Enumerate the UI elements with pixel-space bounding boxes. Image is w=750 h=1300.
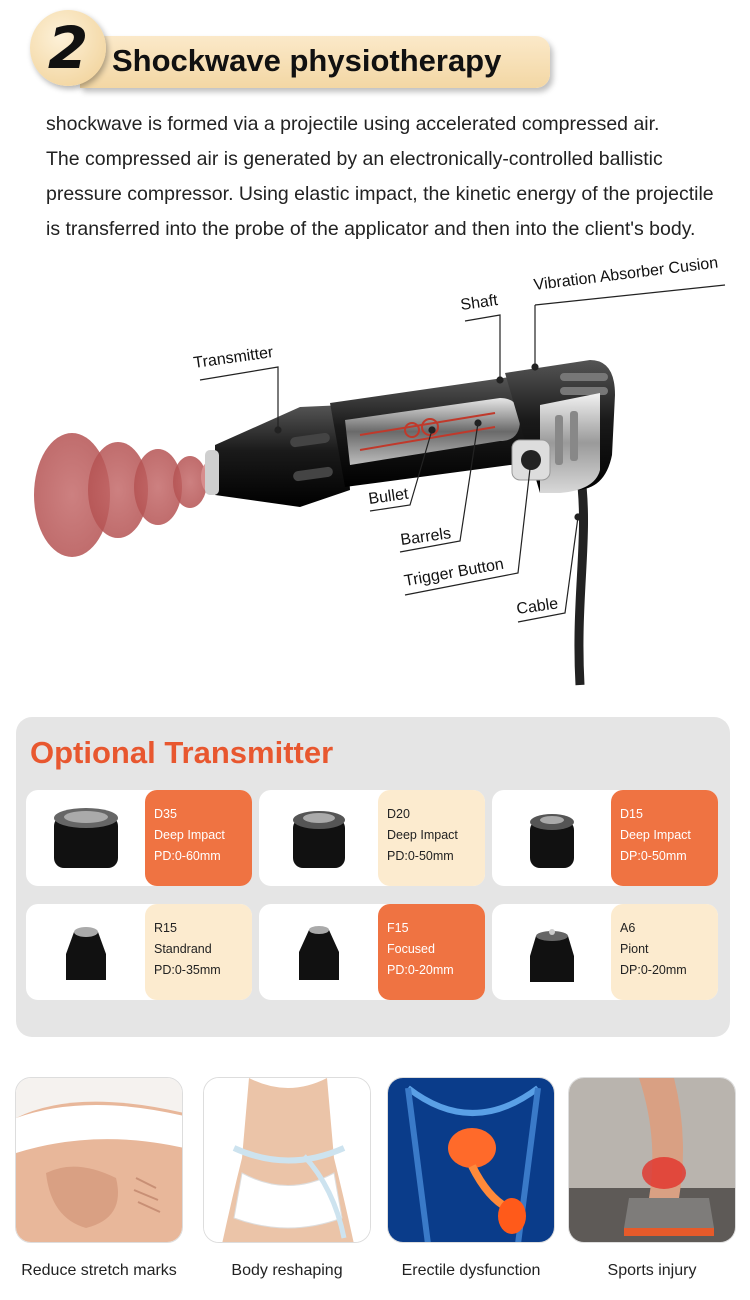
description-line: is transferred into the probe of the app… bbox=[46, 218, 696, 240]
application-image-erectile-dysfunction bbox=[387, 1077, 555, 1243]
transmitter-card-a6[interactable]: A6 Piont DP:0-20mm bbox=[492, 904, 718, 1000]
transmitter-name: F15 bbox=[387, 921, 409, 935]
transmitter-type: Focused bbox=[387, 942, 435, 956]
title-banner bbox=[80, 36, 550, 88]
transmitter-image bbox=[492, 790, 612, 886]
transmitter-type: Deep Impact bbox=[387, 828, 458, 842]
transmitter-info: F15 Focused PD:0-20mm bbox=[378, 904, 485, 1000]
transmitter-type: Deep Impact bbox=[154, 828, 225, 842]
application-label: Erectile dysfunction bbox=[401, 1262, 541, 1279]
transmitter-card-r15[interactable]: R15 Standrand PD:0-35mm bbox=[26, 904, 252, 1000]
transmitter-image bbox=[26, 790, 146, 886]
transmitter-image bbox=[259, 904, 379, 1000]
transmitter-card-d15[interactable]: D15 Deep Impact DP:0-50mm bbox=[492, 790, 718, 886]
transmitter-name: D20 bbox=[387, 807, 410, 821]
shockwave-ring bbox=[34, 433, 110, 557]
transmitter-info: D20 Deep Impact PD:0-50mm bbox=[378, 790, 485, 886]
transmitter-ring bbox=[205, 450, 219, 495]
description-line: shockwave is formed via a projectile usi… bbox=[46, 113, 660, 135]
transmitter-card-d20[interactable]: D20 Deep Impact PD:0-50mm bbox=[259, 790, 485, 886]
transmitter-info: R15 Standrand PD:0-35mm bbox=[145, 904, 252, 1000]
section-title: Shockwave physiotherapy bbox=[112, 43, 502, 78]
transmitter-slot bbox=[293, 466, 333, 482]
cable bbox=[574, 469, 589, 686]
application-label: Reduce stretch marks bbox=[21, 1262, 177, 1279]
transmitter-image bbox=[26, 904, 146, 1000]
transmitter-type: Deep Impact bbox=[620, 828, 691, 842]
transmitter-card-f15[interactable]: F15 Focused PD:0-20mm bbox=[259, 904, 485, 1000]
application-image-stretch-marks bbox=[15, 1077, 183, 1243]
transmitter-info: D15 Deep Impact DP:0-50mm bbox=[611, 790, 718, 886]
transmitter-range: DP:0-50mm bbox=[620, 849, 687, 863]
transmitter-range: PD:0-50mm bbox=[387, 849, 454, 863]
transmitter-range: PD:0-60mm bbox=[154, 849, 221, 863]
transmitter-info: D35 Deep Impact PD:0-60mm bbox=[145, 790, 252, 886]
application-image-sports-injury bbox=[568, 1077, 736, 1243]
panel-title: Optional Transmitter bbox=[30, 735, 334, 770]
transmitter-info: A6 Piont DP:0-20mm bbox=[611, 904, 718, 1000]
optional-transmitter-panel: Optional Transmitter D35 Deep Impact PD:… bbox=[16, 717, 730, 1037]
transmitter-image bbox=[492, 904, 612, 1000]
description: shockwave is formed via a projectile usi… bbox=[46, 107, 736, 247]
transmitter-type: Standrand bbox=[154, 942, 212, 956]
transmitter-slot bbox=[290, 432, 330, 448]
barrel-arrow bbox=[359, 412, 496, 436]
section-number-badge: 2 bbox=[30, 10, 106, 86]
transmitter-name: R15 bbox=[154, 921, 177, 935]
applicator-diagram: Transmitter Shaft Vibration Absorber Cus… bbox=[0, 255, 750, 695]
transmitter-image bbox=[259, 790, 379, 886]
transmitter-range: DP:0-20mm bbox=[620, 963, 687, 977]
transmitter-head bbox=[215, 405, 350, 507]
application-label: Sports injury bbox=[607, 1262, 697, 1279]
section-number: 2 bbox=[47, 14, 89, 82]
description-line: pressure compressor. Using elastic impac… bbox=[46, 183, 714, 205]
barrel-arrow bbox=[359, 426, 496, 451]
applicator-illustration bbox=[34, 284, 726, 686]
transmitter-card-d35[interactable]: D35 Deep Impact PD:0-60mm bbox=[26, 790, 252, 886]
application-image-body-reshaping bbox=[203, 1077, 371, 1243]
transmitter-range: PD:0-20mm bbox=[387, 963, 454, 977]
transmitter-name: D35 bbox=[154, 807, 177, 821]
transmitter-name: D15 bbox=[620, 807, 643, 821]
application-label: Body reshaping bbox=[231, 1262, 343, 1279]
description-line: The compressed air is generated by an el… bbox=[46, 148, 663, 170]
transmitter-type: Piont bbox=[620, 942, 649, 956]
shockwave-ring bbox=[88, 442, 148, 538]
shockwave-ring bbox=[134, 449, 182, 525]
shockwave-ring bbox=[173, 456, 207, 508]
transmitter-name: A6 bbox=[620, 921, 636, 935]
section-header: 2 Shockwave physiotherapy bbox=[30, 10, 550, 92]
transmitter-range: PD:0-35mm bbox=[154, 963, 221, 977]
